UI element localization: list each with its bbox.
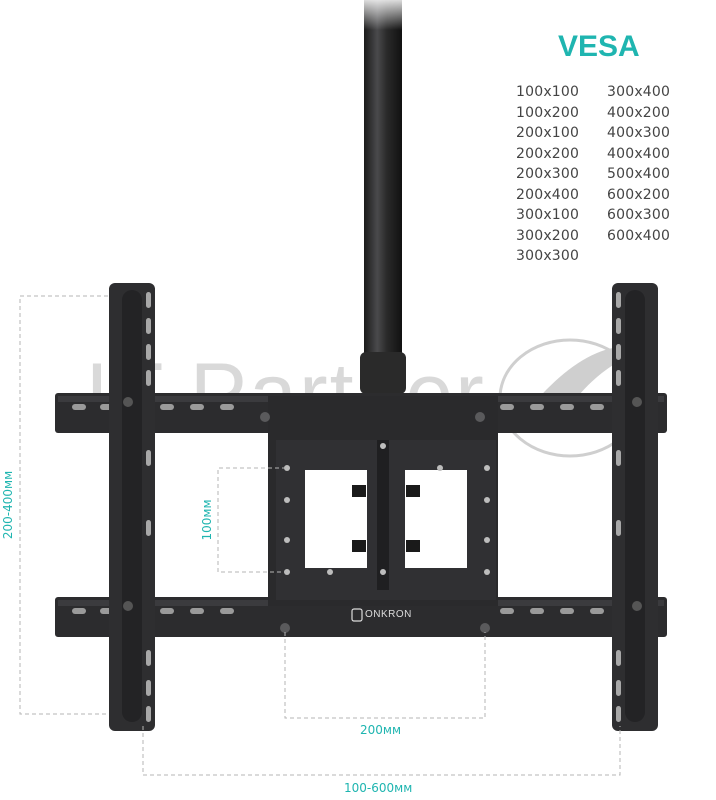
vesa-size-item: 300x300 [516,248,580,264]
center-mount-plate [260,396,498,633]
vesa-size-item: 600x200 [607,186,671,203]
guide-vertical-inner [217,467,286,573]
vesa-title: VESA [558,30,640,63]
vesa-size-item: 600x300 [607,207,671,223]
vesa-size-item: 300x400 [607,84,671,100]
vesa-size-item: 600x400 [607,227,671,244]
label-vertical-outer: 200-400мм [1,470,15,540]
ceiling-pole [360,0,406,394]
label-horizontal-inner: 200мм [360,723,402,737]
vertical-arm-left [109,283,155,731]
guide-horizontal-outer [142,726,621,776]
label-vertical-inner: 100мм [200,499,214,541]
vesa-size-item: 400x200 [607,104,671,121]
dimension-guides [19,295,621,776]
vesa-size-item: 200x400 [516,186,580,203]
guide-vertical-outer [19,295,108,715]
vesa-size-item: 300x100 [516,207,580,223]
vesa-size-item: 200x300 [516,166,580,182]
vesa-size-item: 300x200 [516,227,580,244]
vesa-size-item: 400x400 [607,145,671,162]
vesa-size-list-right: 300x400 400x200 400x300 400x400 500x400 600x2… [607,82,670,246]
vesa-size-item: 100x100 [516,84,580,100]
vesa-size-item: 200x200 [516,145,580,162]
vesa-size-item: 500x400 [607,166,671,182]
vesa-size-item: 100x200 [516,104,580,121]
brand-label: ONKRON [365,609,412,620]
onkron-logo-icon [351,608,363,622]
label-horizontal-outer: 100-600мм [344,781,413,795]
vesa-size-item: 200x100 [516,125,580,141]
vertical-arm-right [612,283,658,731]
vesa-size-item: 400x300 [607,125,671,141]
vesa-size-list-left: 100x100 100x200 200x100 200x200 200x300 200x4… [516,82,579,267]
guide-horizontal-inner [284,632,486,719]
